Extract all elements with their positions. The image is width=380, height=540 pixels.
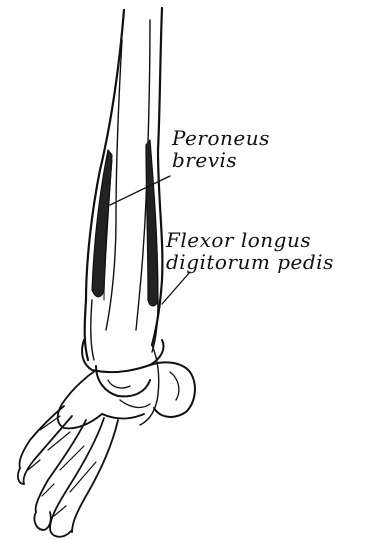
flexor-longus-label: Flexor longus digitorum pedis xyxy=(166,229,334,273)
peroneus-leader-line xyxy=(110,176,170,205)
tendons xyxy=(91,300,159,425)
peroneus-brevis-muscle xyxy=(92,150,112,300)
peroneus-brevis-label: Peroneus brevis xyxy=(172,127,270,171)
flexor-leader-line xyxy=(162,272,190,304)
peroneus-brevis-label-line1: Peroneus xyxy=(172,127,270,149)
peroneus-brevis-label-line2: brevis xyxy=(172,149,270,171)
flexor-longus-muscle xyxy=(146,140,158,352)
flexor-longus-label-line2: digitorum pedis xyxy=(166,251,334,273)
ankle-bones xyxy=(82,340,195,417)
flexor-longus-label-line1: Flexor longus xyxy=(166,229,334,251)
foot-bones xyxy=(18,370,144,537)
